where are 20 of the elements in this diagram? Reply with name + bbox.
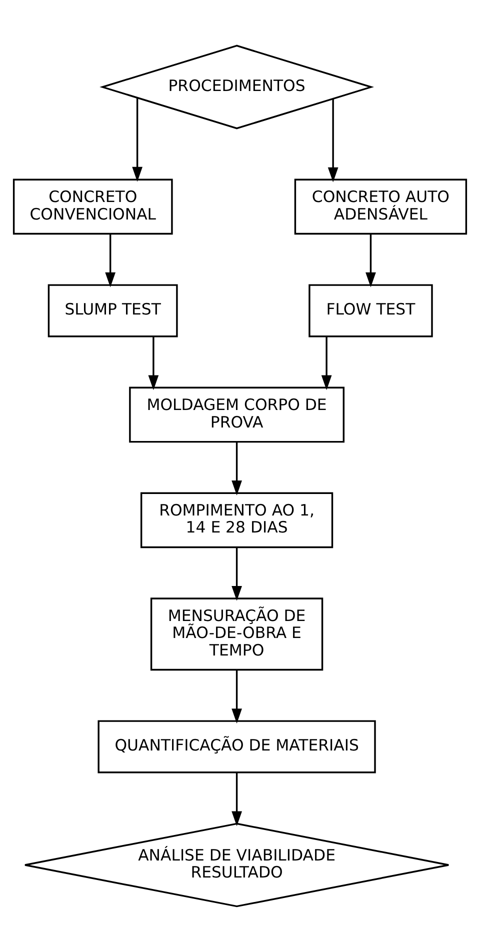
arrow	[148, 336, 159, 390]
node-diamond: ANÁLISE DE VIABILIDADE RESULTADO	[24, 822, 450, 908]
node-diamond: PROCEDIMENTOS	[100, 44, 374, 130]
arrow	[132, 98, 142, 182]
arrow	[232, 670, 242, 724]
node-box: QUANTIFICAÇÃO DE MATERIAIS	[98, 720, 376, 774]
node-box: MOLDAGEM CORPO DE PROVA	[129, 386, 344, 443]
node-box: FLOW TEST	[308, 284, 433, 338]
node-box: CONCRETO AUTO ADENSÁVEL	[294, 178, 468, 235]
arrow	[321, 336, 332, 390]
node-box: SLUMP TEST	[48, 284, 178, 338]
node-box: ROMPIMENTO AO 1, 14 E 28 DIAS	[140, 492, 334, 548]
arrow	[232, 772, 242, 826]
arrow	[232, 548, 242, 601]
arrow	[232, 442, 242, 496]
arrow	[366, 234, 376, 288]
node-box: CONCRETO CONVENCIONAL	[12, 178, 173, 235]
node-box: MENSURAÇÃO DE MÃO-DE-OBRA E TEMPO	[150, 598, 324, 671]
arrow	[328, 98, 338, 182]
arrow	[105, 234, 116, 288]
